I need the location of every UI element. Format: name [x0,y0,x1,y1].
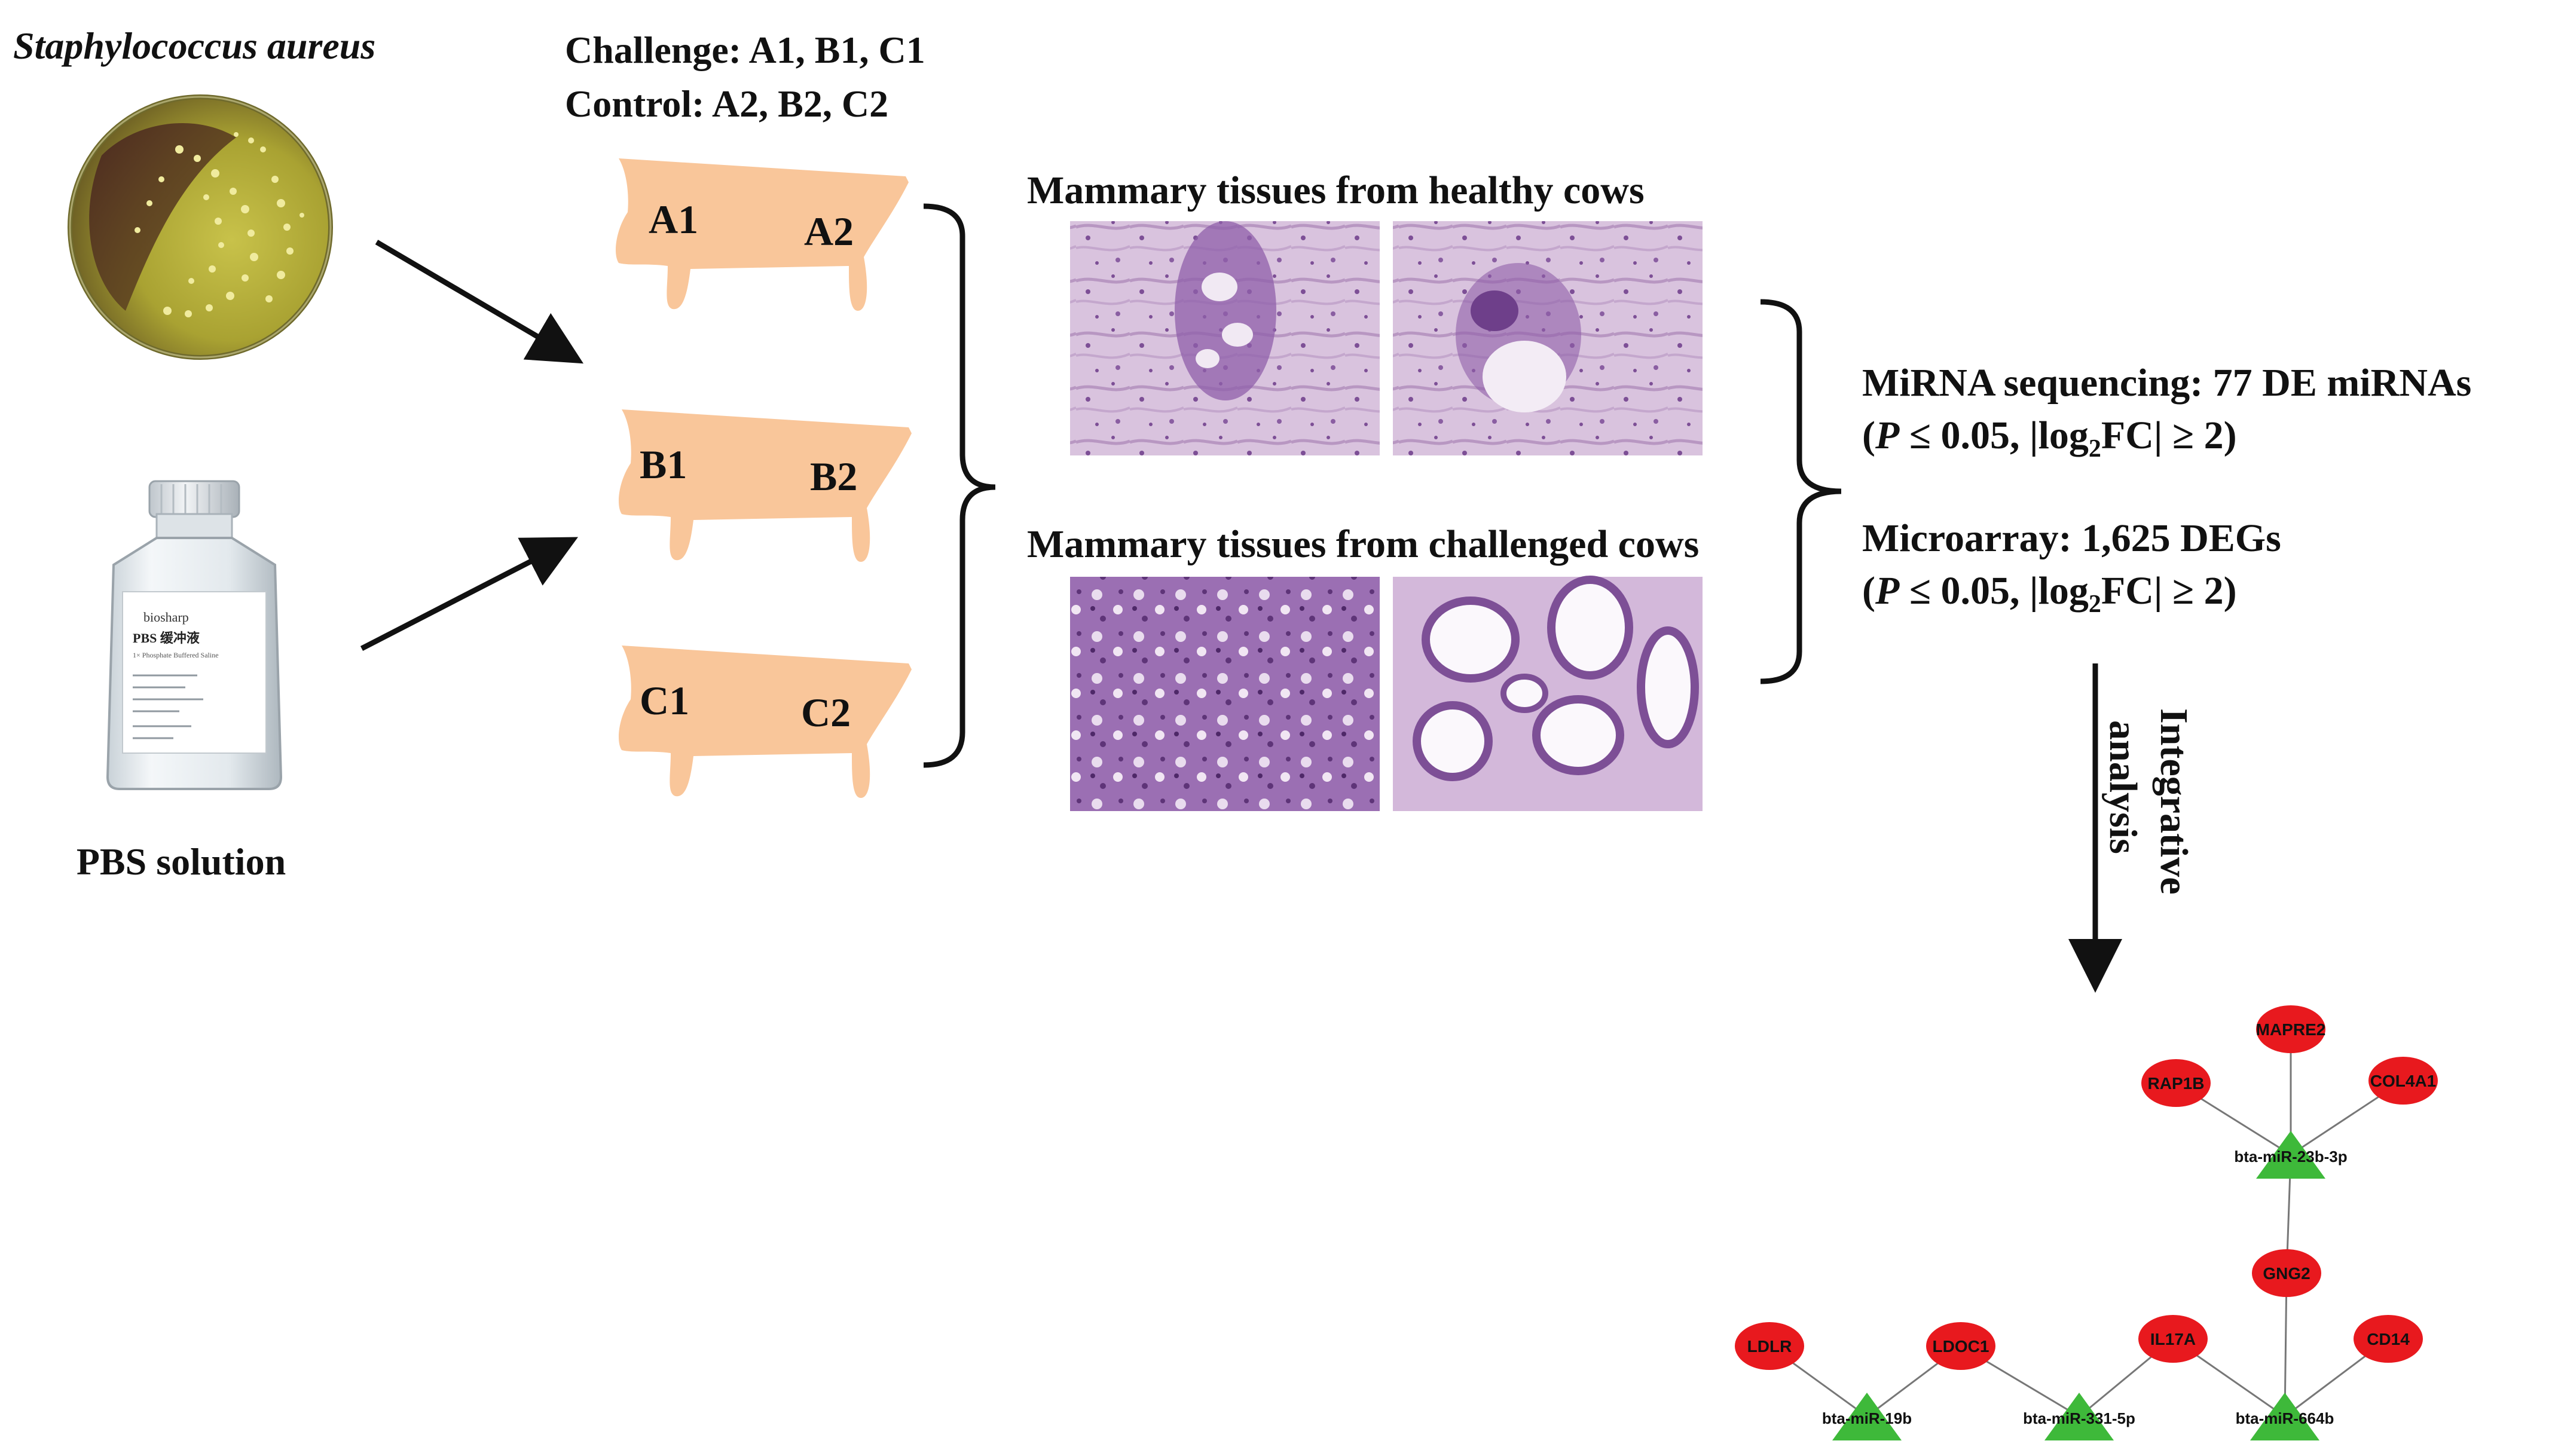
gene-node-il17a [2138,1315,2208,1363]
udder-b-right-label: B2 [810,454,857,499]
integrative-label-1: Integrative [2152,708,2196,895]
gene-node-ldlr [1735,1322,1804,1370]
udder-c-left-label: C1 [640,678,689,723]
bottle-subtitle: 1× Phosphate Buffered Saline [133,651,219,659]
microarray-line: Microarray: 1,625 DEGs [1862,516,2281,560]
network-edge-gng2-bta-mir-664b [2284,1273,2288,1417]
gene-node-ldoc1 [1926,1322,1995,1370]
mirna-label-bta-mir-23b-3p: bta-miR-23b-3p [2234,1148,2347,1166]
mirna-node-bta-mir-23b-3p [2256,1131,2325,1179]
pbs-label: PBS solution [77,840,286,883]
mirna-node-bta-mir-664b [2250,1393,2319,1440]
gene-label-col4a1: COL4A1 [2370,1072,2436,1090]
challenged-title: Mammary tissues from challenged cows [1027,522,1699,566]
challenge-line: Challenge: A1, B1, C1 [565,29,925,71]
udder-b: B1 B2 [619,409,912,562]
gene-label-cd14: CD14 [2367,1330,2410,1348]
udder-c-right-label: C2 [801,690,851,735]
gene-node-rap1b [2141,1059,2211,1107]
gene-label-ldlr: LDLR [1747,1337,1792,1356]
gene-node-gng2 [2252,1249,2321,1297]
bottle-product: PBS 缓冲液 [133,631,200,646]
bottle-brand: biosharp [143,610,189,625]
histology-healthy-2-duct [1456,263,1581,412]
mirna-gene-network: bta-miR-23b-3p bta-miR-19b bta-miR-331-5p b… [1735,1005,2438,1440]
gene-node-col4a1 [2368,1057,2438,1105]
histology-healthy-1-duct [1175,221,1276,400]
arrow-bacteria-to-cows [375,240,584,364]
udder-b-left-label: B1 [640,442,687,487]
gene-label-il17a: IL17A [2150,1330,2196,1348]
mirna-label-bta-mir-19b: bta-miR-19b [1822,1409,1912,1427]
brace-cows [923,203,996,768]
gene-label-rap1b: RAP1B [2148,1074,2205,1093]
mirna-label-bta-mir-664b: bta-miR-664b [2236,1409,2334,1427]
gene-node-cd14 [2354,1315,2423,1363]
healthy-title: Mammary tissues from healthy cows [1027,169,1645,212]
microarray-threshold: (P ≤ 0.05, |log2FC| ≥ 2) [1862,569,2237,618]
gene-label-gng2: GNG2 [2263,1264,2310,1283]
gene-node-mapre2 [2256,1005,2325,1053]
udder-c: C1 C2 [619,646,912,798]
bacteria-label: Staphylococcus aureus [13,25,375,67]
control-line: Control: A2, B2, C2 [565,82,888,125]
mirna-label-bta-mir-331-5p: bta-miR-331-5p [2023,1409,2135,1427]
histology-challenged-1 [1070,577,1380,811]
pbs-bottle-image: biosharp PBS 缓冲液 1× Phosphate Buffered S… [106,480,283,790]
mirna-threshold: (P ≤ 0.05, |log2FC| ≥ 2) [1862,414,2237,463]
integrative-label-2: analysis [2101,720,2145,854]
udder-a-right-label: A2 [804,209,854,254]
brace-tissues [1760,299,1842,684]
gene-label-mapre2: MAPRE2 [2256,1020,2326,1039]
arrow-pbs-to-cows [360,537,579,651]
udder-a: A1 A2 [616,158,909,311]
udder-a-left-label: A1 [649,197,698,242]
gene-label-ldoc1: LDOC1 [1933,1337,1989,1356]
histology-challenged-2-alveoli [1413,576,1699,781]
mirna-node-bta-mir-331-5p [2044,1393,2114,1440]
agar-plate-image [68,94,333,360]
mirna-line: MiRNA sequencing: 77 DE miRNAs [1862,361,2471,405]
mirna-node-bta-mir-19b [1832,1393,1902,1440]
